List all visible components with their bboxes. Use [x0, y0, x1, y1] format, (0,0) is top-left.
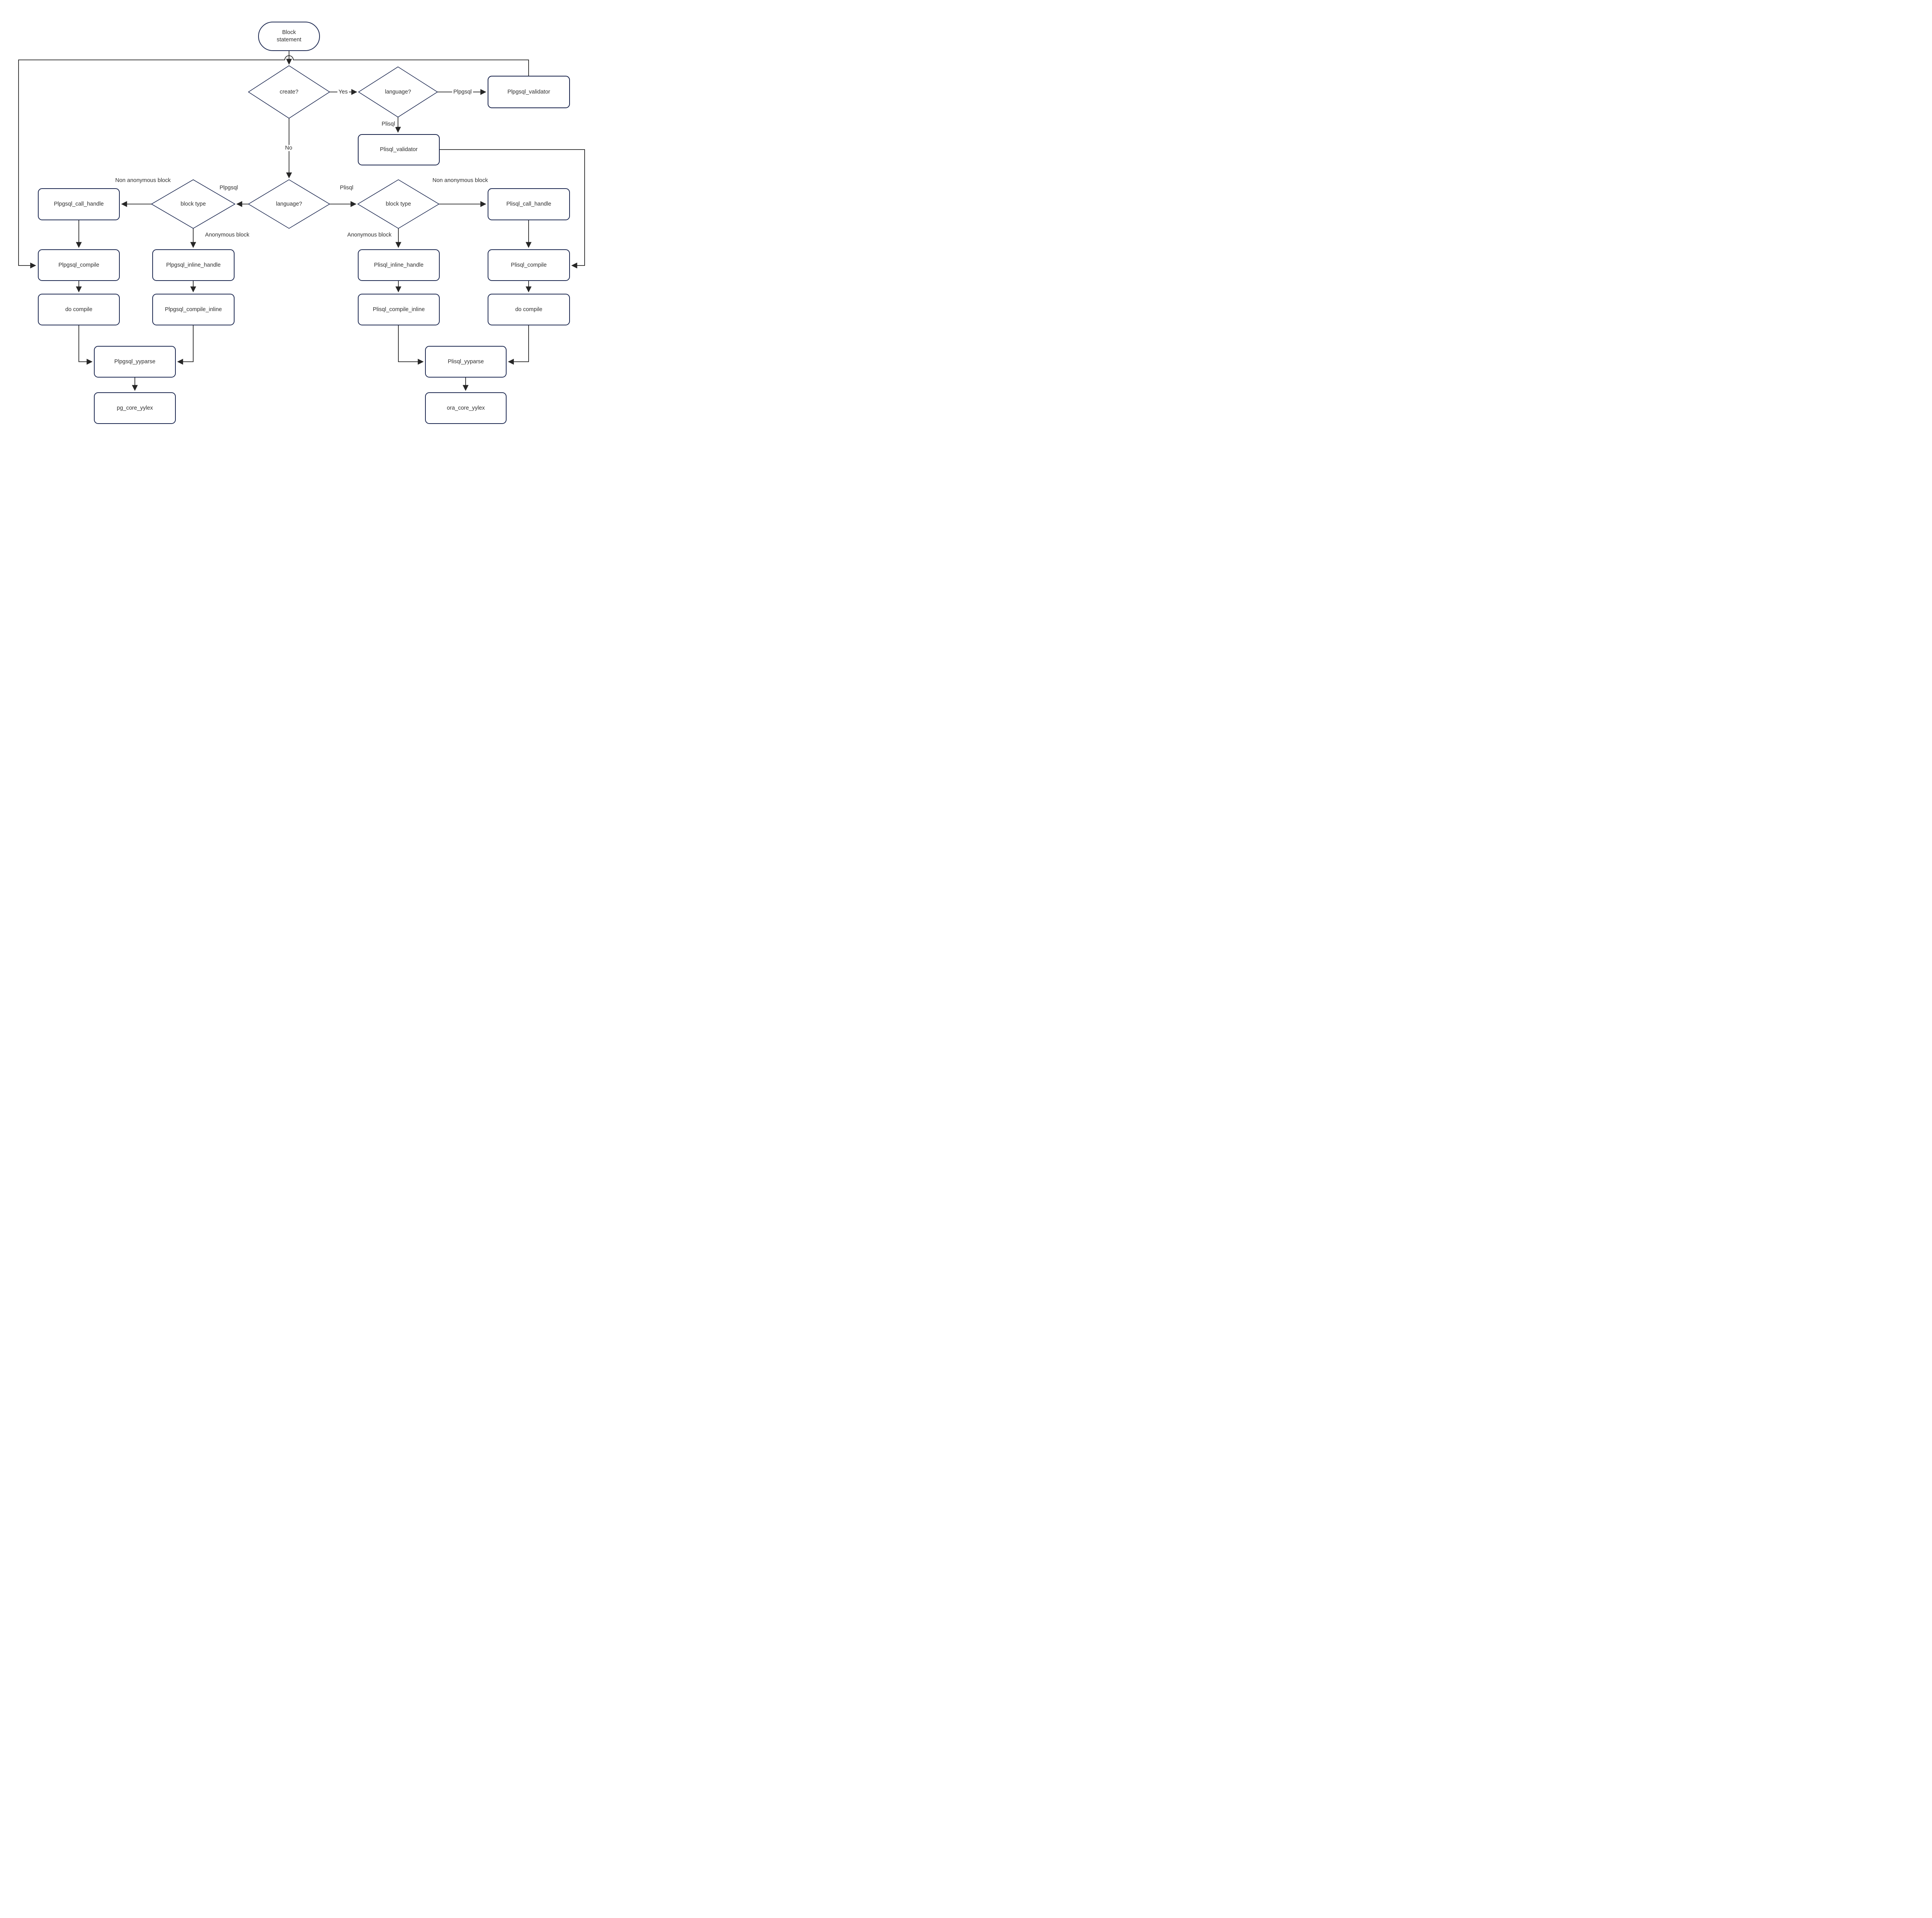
node-plisql-validator-label: Plisql_validator	[380, 146, 418, 153]
node-plpgsql-call-handle-label: Plpgsql_call_handle	[54, 201, 104, 208]
edge-label-plpgsql-mid: Plpgsql	[219, 185, 238, 191]
decision-create-label: create?	[279, 89, 299, 95]
node-plpgsql-compile: Plpgsql_compile	[38, 249, 120, 281]
edge-label-plisql-top: Plisql	[380, 121, 396, 127]
create-decision-shape	[248, 65, 330, 119]
edges	[18, 51, 585, 391]
edge-label-no: No	[284, 145, 294, 151]
decision-shapes	[151, 65, 440, 229]
decision-language-top-label: language?	[385, 89, 411, 95]
edge-compile-inline-yyparse-right	[398, 325, 424, 365]
edge-label-non-anonymous-left: Non anonymous block	[115, 177, 171, 184]
node-plpgsql-compile-inline: Plpgsql_compile_inline	[152, 294, 235, 325]
node-plisql-yyparse: Plisql_yyparse	[425, 346, 507, 378]
node-plpgsql-inline-handle: Plpgsql_inline_handle	[152, 249, 235, 281]
node-plisql-inline-handle: Plisql_inline_handle	[358, 249, 440, 281]
block-type-left-decision-shape	[151, 179, 236, 229]
node-plpgsql-validator: Plpgsql_validator	[488, 76, 570, 108]
edge-label-anonymous-left: Anonymous block	[205, 232, 250, 238]
node-plisql-compile-inline: Plisql_compile_inline	[358, 294, 440, 325]
node-plisql-compile-label: Plisql_compile	[511, 262, 547, 268]
node-ora-core-yylex-label: ora_core_yylex	[447, 405, 485, 411]
node-plisql-compile-inline-label: Plisql_compile_inline	[372, 306, 425, 313]
node-plpgsql-compile-label: Plpgsql_compile	[58, 262, 99, 268]
node-plpgsql-validator-label: Plpgsql_validator	[507, 88, 550, 95]
edge-label-plpgsql-top: Plpgsql	[452, 89, 473, 95]
flowchart-canvas: Block statement create? language? langua…	[0, 0, 603, 426]
node-block-statement: Block statement	[258, 22, 320, 51]
node-plisql-call-handle: Plisql_call_handle	[488, 188, 570, 220]
edge-label-anonymous-right: Anonymous block	[347, 232, 392, 238]
node-plisql-call-handle-label: Plisql_call_handle	[506, 201, 551, 208]
edge-plisql-validator-to-plisql-compile	[440, 149, 585, 269]
node-plpgsql-yyparse: Plpgsql_yyparse	[94, 346, 176, 378]
edge-compile-inline-yyparse-left	[177, 325, 194, 365]
node-plisql-inline-handle-label: Plisql_inline_handle	[374, 262, 424, 268]
edge-label-yes: Yes	[337, 89, 349, 95]
block-type-right-decision-shape	[357, 179, 440, 229]
node-do-compile-left-label: do compile	[65, 306, 93, 313]
node-do-compile-right-label: do compile	[515, 306, 543, 313]
decision-block-type-left-label: block type	[180, 201, 206, 207]
node-plpgsql-inline-handle-label: Plpgsql_inline_handle	[166, 262, 221, 268]
node-block-statement-label: Block statement	[277, 29, 301, 43]
language-mid-decision-shape	[248, 179, 330, 229]
node-ora-core-yylex: ora_core_yylex	[425, 392, 507, 424]
edge-plpgsql-validator-to-plpgsql-compile	[18, 55, 529, 269]
edge-docompile-yyparse-left	[78, 325, 93, 365]
node-plpgsql-yyparse-label: Plpgsql_yyparse	[114, 358, 156, 365]
node-do-compile-left: do compile	[38, 294, 120, 325]
node-do-compile-right: do compile	[488, 294, 570, 325]
connector-layer	[18, 51, 585, 391]
decision-language-mid-label: language?	[276, 201, 302, 207]
node-plisql-compile: Plisql_compile	[488, 249, 570, 281]
node-pg-core-yylex-label: pg_core_yylex	[117, 405, 153, 411]
language-top-decision-shape	[358, 66, 438, 117]
node-plpgsql-compile-inline-label: Plpgsql_compile_inline	[165, 306, 222, 313]
decision-block-type-right-label: block type	[386, 201, 411, 207]
node-plpgsql-call-handle: Plpgsql_call_handle	[38, 188, 120, 220]
node-pg-core-yylex: pg_core_yylex	[94, 392, 176, 424]
edge-label-non-anonymous-right: Non anonymous block	[432, 177, 488, 184]
node-plisql-yyparse-label: Plisql_yyparse	[447, 358, 484, 365]
edge-label-plisql-mid: Plisql	[340, 185, 354, 191]
edge-docompile-yyparse-right	[508, 325, 529, 365]
node-plisql-validator: Plisql_validator	[358, 134, 440, 165]
